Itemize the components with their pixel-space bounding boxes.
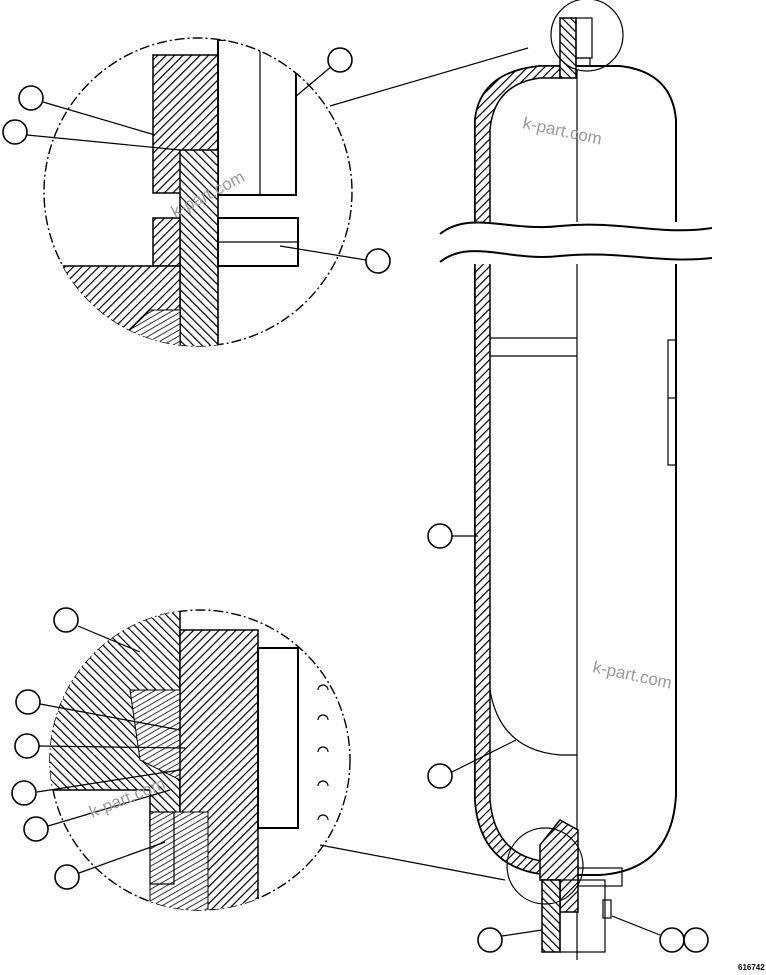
- break-symbol: [439, 221, 715, 264]
- watermark-text: k-part.com: [591, 657, 673, 692]
- detail-view-top: [43, 37, 529, 347]
- callout-markers: [2, 47, 709, 953]
- watermark-text: k-part.com: [521, 113, 603, 148]
- callout-bubble: [15, 689, 41, 715]
- callout-bubble: [23, 816, 49, 842]
- callout-bubble: [427, 763, 453, 789]
- accumulator-shell: [474, 65, 677, 960]
- callout-bubble: [327, 47, 353, 73]
- callout-bubble: [477, 927, 503, 953]
- callout-bubble: [54, 864, 80, 890]
- callout-bubble: [427, 523, 453, 549]
- detail-view-bottom: [49, 609, 506, 911]
- callout-bubble: [11, 780, 37, 806]
- callout-bubble: [18, 85, 44, 111]
- callout-bubble: [14, 733, 40, 759]
- drawing-code: 616742: [738, 963, 765, 972]
- callout-bubble: [53, 607, 79, 633]
- callout-bubble: [659, 927, 685, 953]
- callout-bubble: [683, 927, 709, 953]
- gas-valve-top: [550, 0, 624, 79]
- oil-port-bottom: [506, 819, 623, 953]
- callout-bubble: [2, 119, 28, 145]
- callout-bubble: [365, 248, 391, 274]
